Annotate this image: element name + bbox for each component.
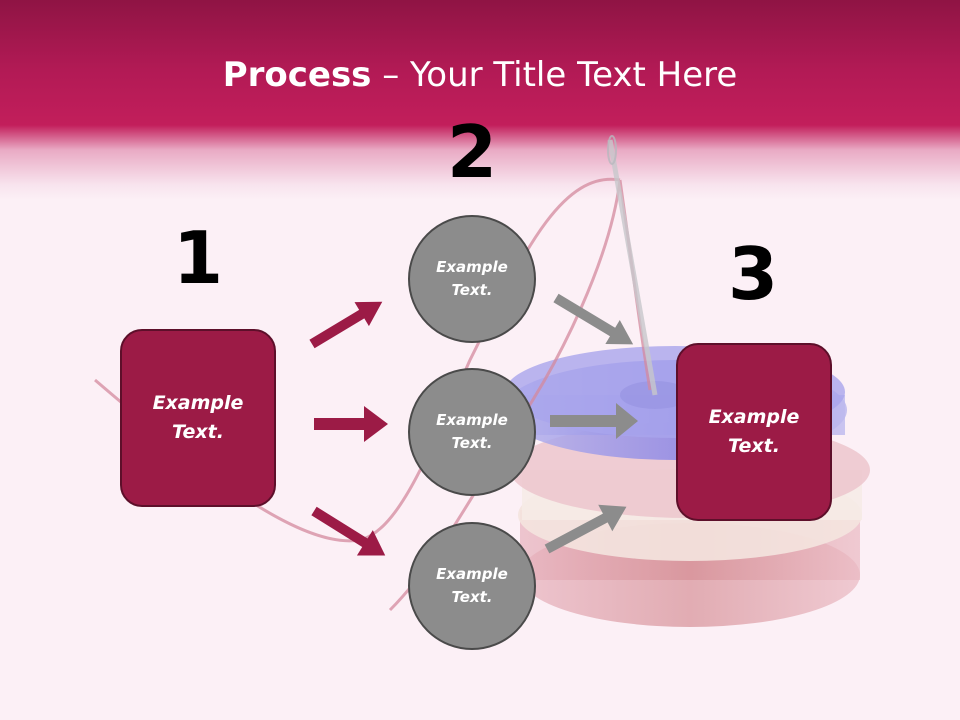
circle-bottom-text: Example Text. (436, 565, 508, 606)
arrow-icon (311, 506, 386, 556)
arrow-icon (544, 504, 627, 554)
step-1-box: Example Text. (120, 329, 276, 507)
circle-top: Example Text. (408, 215, 536, 343)
step-3-box: Example Text. (676, 343, 832, 521)
slide-title: Process – Your Title Text Here (0, 52, 960, 98)
circle-top-text: Example Text. (436, 258, 508, 299)
step-3-box-text: Example Text. (708, 406, 800, 457)
arrow-icon (314, 406, 388, 442)
title-rest-part: – Your Title Text Here (371, 55, 738, 95)
title-bold-part: Process (222, 55, 372, 95)
circle-middle-text: Example Text. (436, 411, 508, 452)
needle (607, 135, 658, 396)
arrow-icon (553, 293, 634, 345)
circle-middle: Example Text. (408, 368, 536, 496)
arrow-icon (550, 403, 638, 439)
circle-bottom: Example Text. (408, 522, 536, 650)
step-number-2: 2 (446, 110, 498, 194)
left-arrows (309, 301, 388, 556)
step-number-1: 1 (172, 216, 224, 300)
step-1-box-text: Example Text. (152, 392, 244, 443)
header-band (0, 0, 960, 200)
arrow-icon (309, 301, 383, 349)
right-arrows (544, 293, 638, 554)
step-number-3: 3 (727, 232, 779, 316)
